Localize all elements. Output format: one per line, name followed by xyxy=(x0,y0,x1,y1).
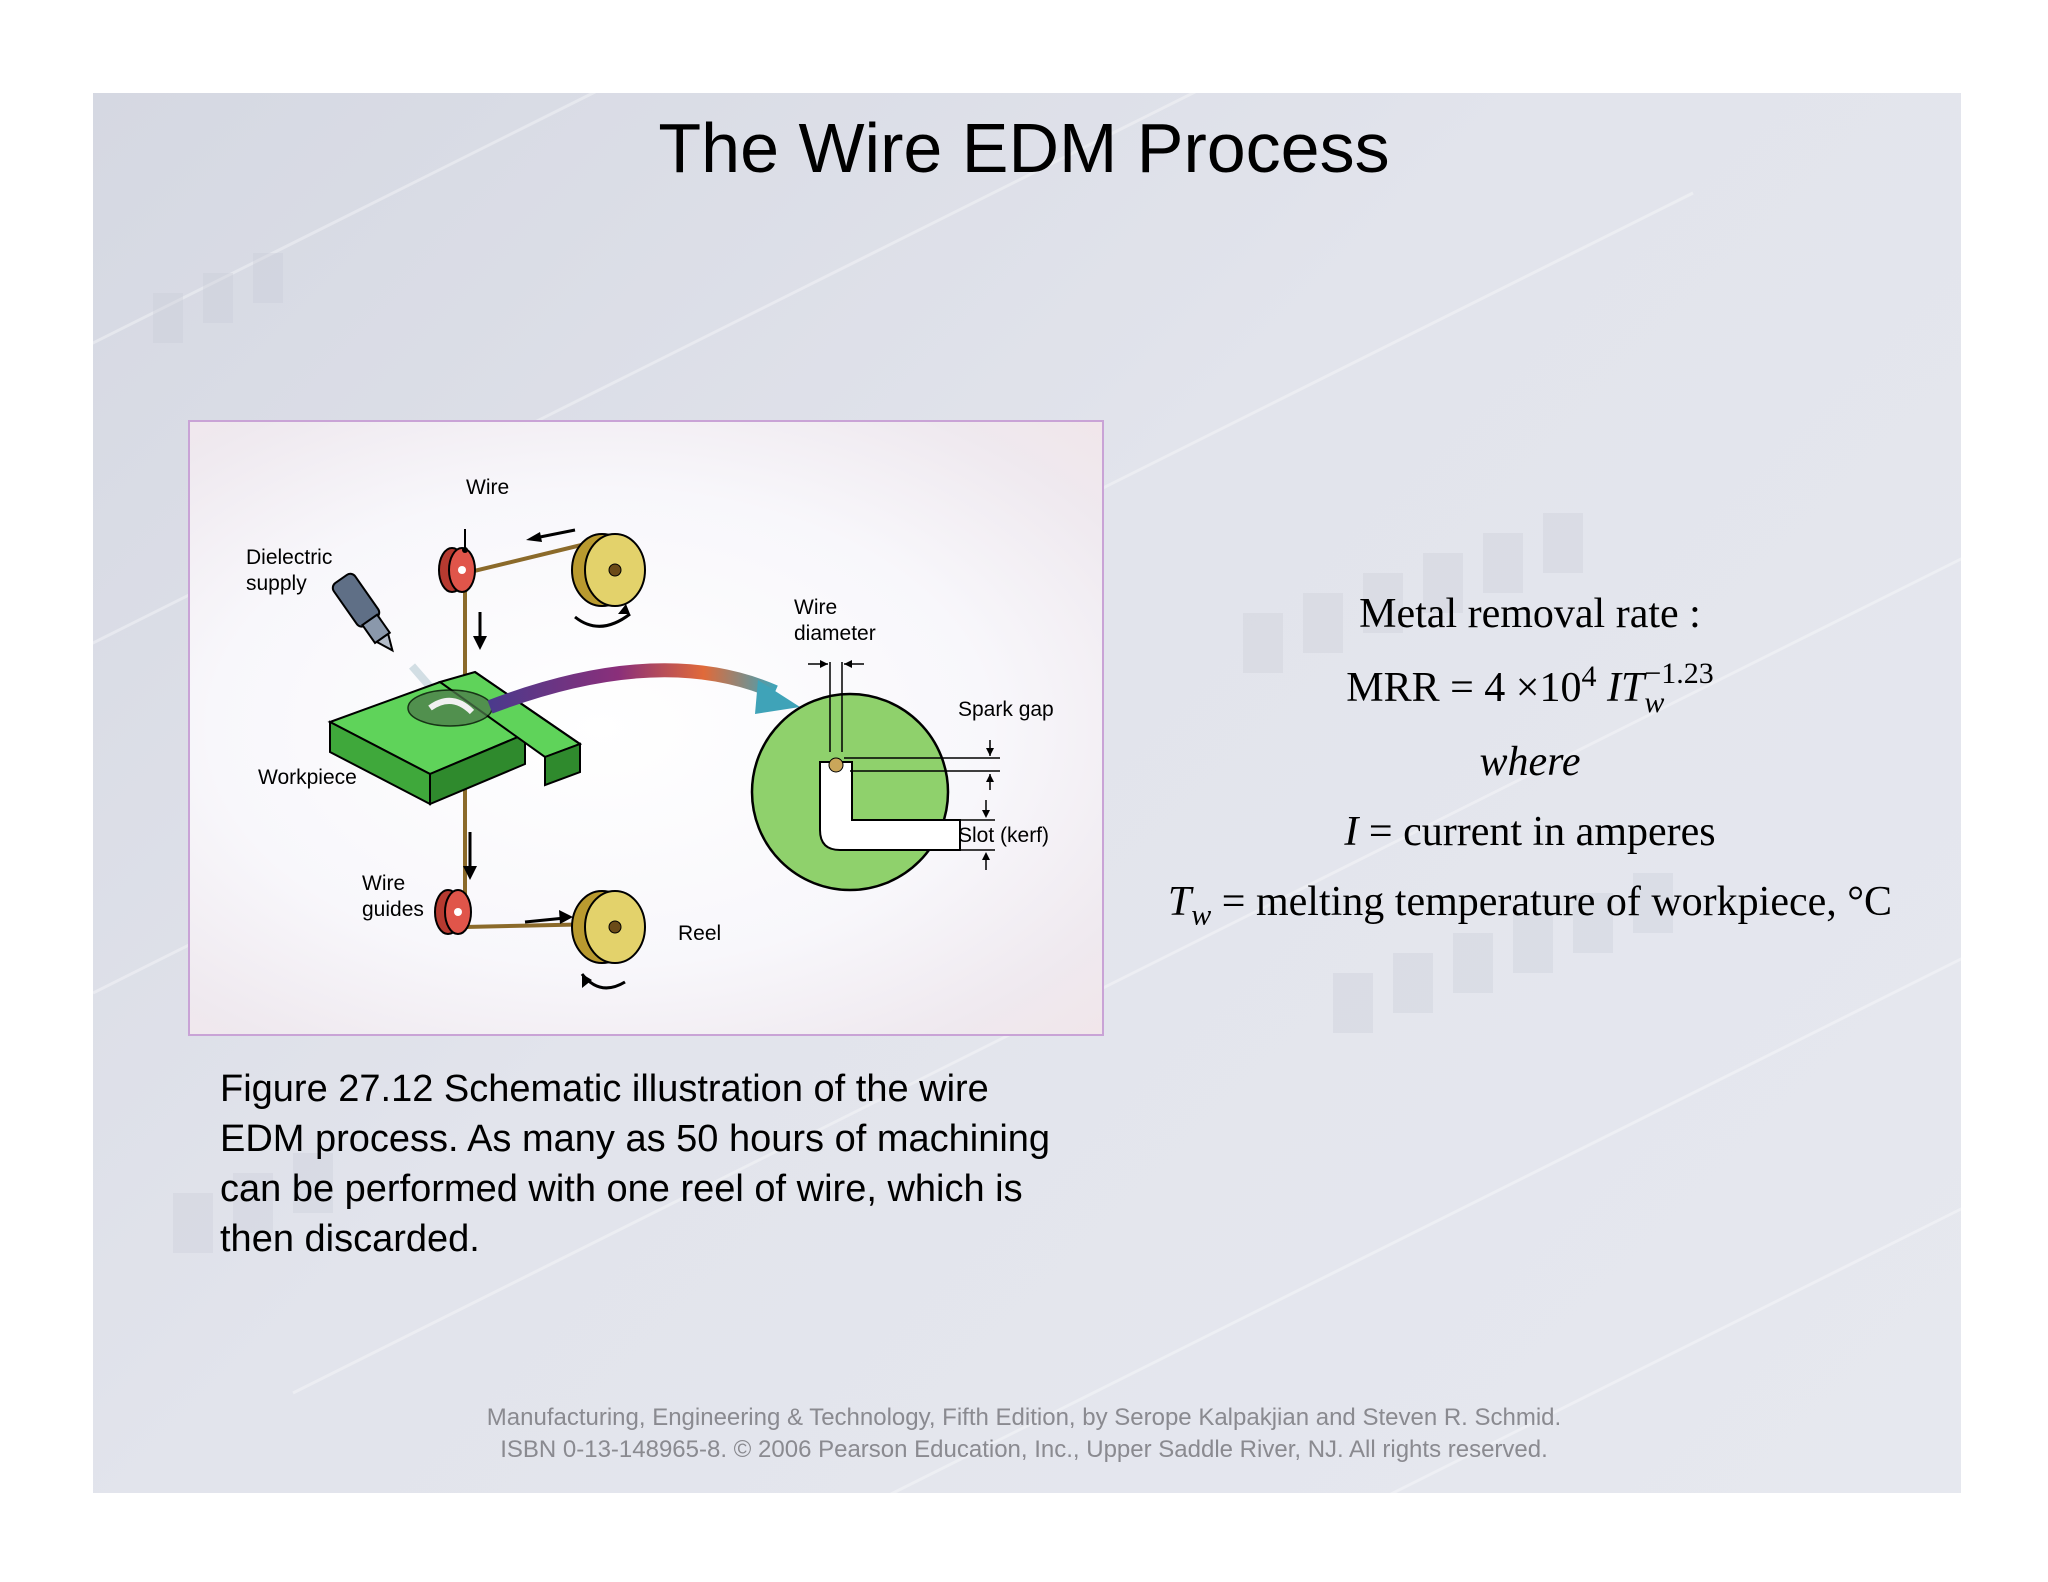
label-workpiece: Workpiece xyxy=(258,766,357,789)
slide-title: The Wire EDM Process xyxy=(658,109,1390,187)
current-variable: I xyxy=(1344,809,1359,855)
magnify-arrow-icon xyxy=(487,663,778,714)
label-wire: Wire xyxy=(466,476,509,499)
mrr-lhs: MRR = 4 ×10 xyxy=(1346,665,1582,711)
down-arrow-icon xyxy=(473,636,487,650)
label-dielectric-line1: Dielectric xyxy=(246,546,332,569)
formula-heading: Metal removal rate : xyxy=(1359,591,1701,637)
mrr-variable: IT xyxy=(1606,665,1645,711)
label-spark-gap: Spark gap xyxy=(958,698,1054,721)
top-wire-guide-icon xyxy=(438,547,476,593)
current-definition: I = current in amperes xyxy=(1110,808,1950,856)
dielectric-nozzle-icon xyxy=(331,572,394,653)
formula-where: where xyxy=(1479,739,1581,785)
wire-edm-schematic: Wire Dielectric supply Workpiece Wire gu… xyxy=(246,476,1054,990)
label-wire-guides-line1: Wire xyxy=(362,872,405,895)
temp-subscript: w xyxy=(1191,898,1212,932)
label-dielectric-line2: supply xyxy=(246,572,307,595)
footer-line2: ISBN 0-13-148965-8. © 2006 Pearson Educa… xyxy=(500,1436,1548,1463)
melting-temp-definition: Tw = melting temperature of workpiece, °… xyxy=(1110,878,1950,932)
current-text: = current in amperes xyxy=(1358,809,1716,855)
label-wire-diameter-line2: diameter xyxy=(794,622,876,645)
kerf-detail-view xyxy=(750,660,1000,892)
top-reel-icon xyxy=(571,533,646,628)
label-wire-diameter-line1: Wire xyxy=(794,596,837,619)
mrr-exponent: 4 xyxy=(1581,660,1597,693)
wire-edm-figure: Wire Dielectric supply Workpiece Wire gu… xyxy=(188,420,1104,1036)
wire-direction-arrow xyxy=(534,528,576,540)
mrr-subscript: w xyxy=(1644,686,1665,719)
label-wire-guides-line2: guides xyxy=(362,898,424,921)
bottom-wire-guide-icon xyxy=(434,889,472,935)
temp-variable: T xyxy=(1167,879,1192,925)
label-slot-kerf: Slot (kerf) xyxy=(958,824,1049,847)
figure-caption: Figure 27.12 Schematic illustration of t… xyxy=(220,1068,1051,1260)
mrr-superscript: −1.23 xyxy=(1644,657,1714,690)
workpiece-block xyxy=(327,670,583,806)
bottom-reel-icon xyxy=(571,890,646,990)
temp-text: = melting temperature of workpiece, °C xyxy=(1211,879,1893,925)
label-reel: Reel xyxy=(678,922,721,945)
footer-line1: Manufacturing, Engineering & Technology,… xyxy=(486,1404,1562,1431)
